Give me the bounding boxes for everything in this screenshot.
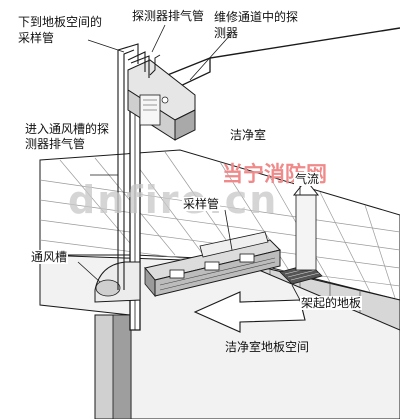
leader-lines (77, 24, 301, 301)
exhaust-pipe (149, 54, 161, 76)
label-vent-duct: 通风槽 (30, 250, 69, 264)
label-detector-exhaust: 探测器排气管 (132, 9, 205, 23)
label-sampling-pipe: 采样管 (182, 197, 221, 211)
airflow-arrow-underfloor (193, 291, 306, 333)
sampling-pipe-vertical (117, 43, 150, 290)
label-raised-floor: 架起的地板 (300, 296, 363, 310)
detector-housing (127, 59, 196, 141)
label-detector-exhaust-into-duct: 进入通风槽的探测器排气管 (25, 122, 110, 151)
label-floor-sampling-pipe: 下到地板空间的采样管 (18, 15, 103, 45)
label-detector-in-corridor: 维修通道中的探测器 (214, 10, 299, 40)
sampling-manifold (144, 231, 281, 298)
airflow-column (292, 179, 320, 271)
label-clean-room-floor-space: 洁净室地板空间 (225, 340, 310, 354)
label-airflow: 气流 (294, 172, 321, 186)
label-clean-room: 洁净室 (230, 128, 267, 142)
